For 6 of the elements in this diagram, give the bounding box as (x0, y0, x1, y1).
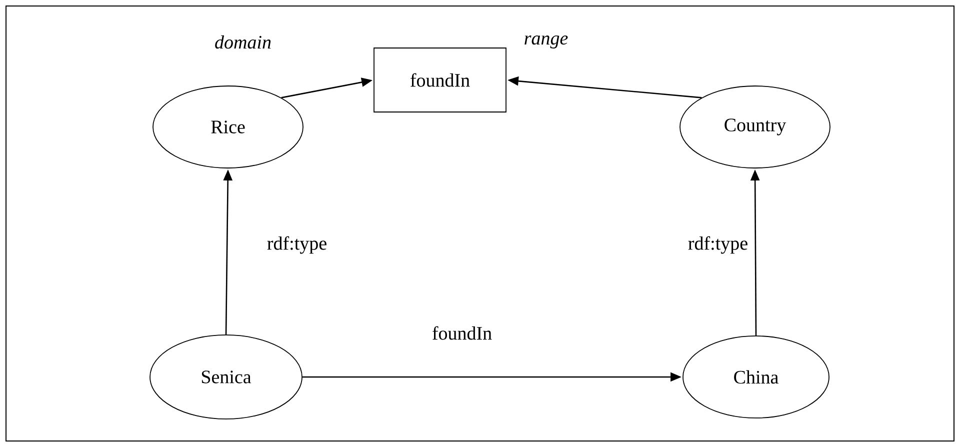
edge-label: domain (215, 35, 271, 49)
edge-label: foundIn (432, 326, 492, 340)
class-box: foundIn (374, 48, 506, 112)
edge-label: rdf:type (267, 236, 326, 254)
edge-label: range (524, 36, 568, 48)
edge-label: rdf:type (688, 236, 748, 254)
